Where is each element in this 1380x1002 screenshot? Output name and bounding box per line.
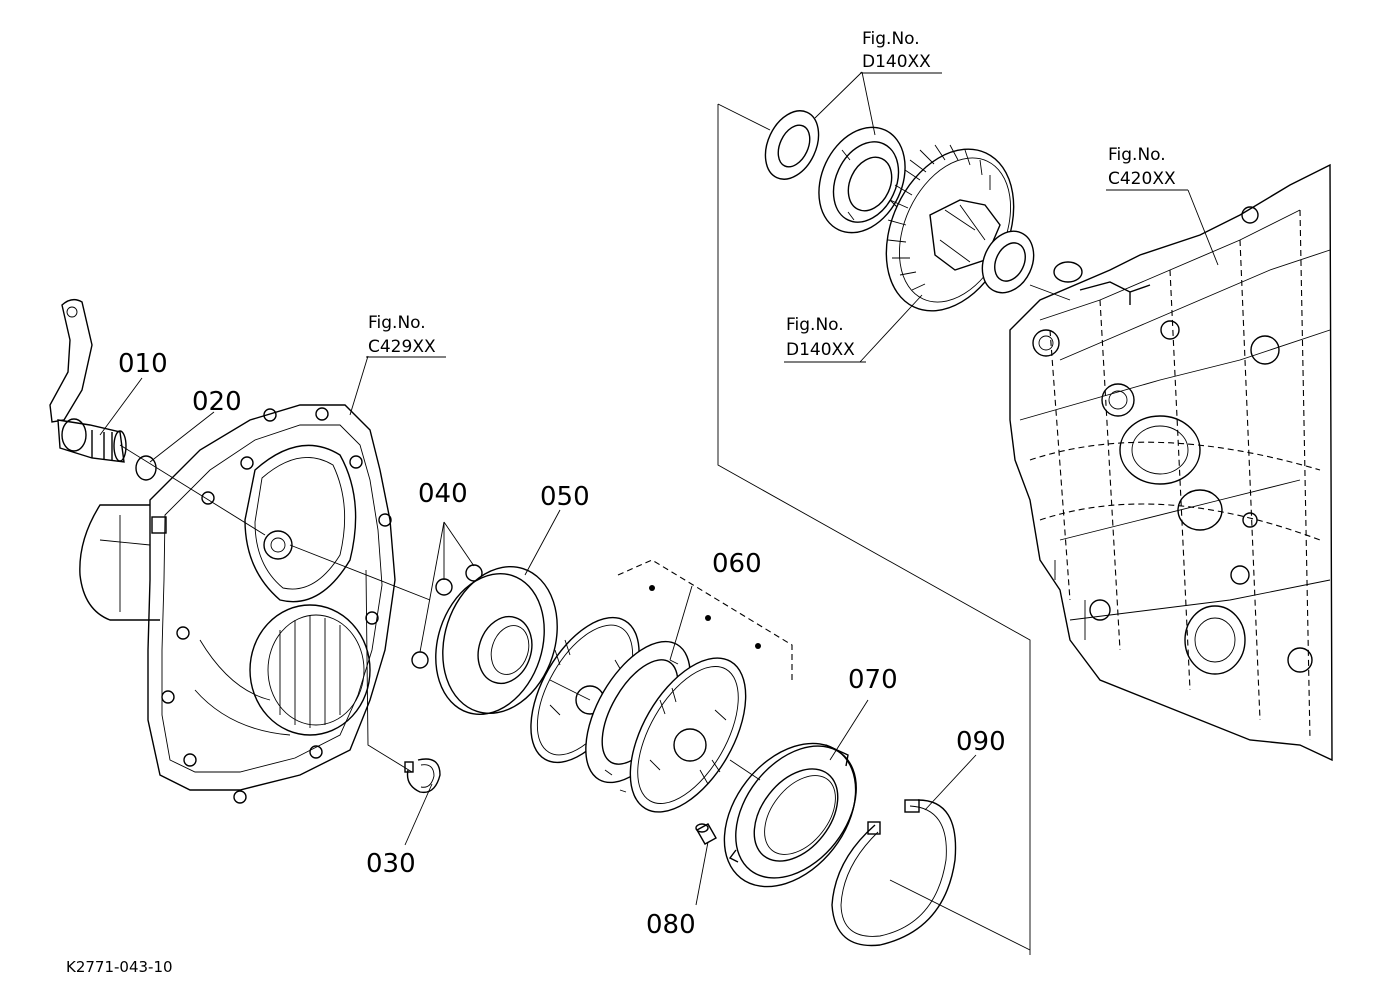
part-030-circlip xyxy=(404,758,441,794)
fig-ref-1-code: D140XX xyxy=(862,52,931,72)
callout-030: 030 xyxy=(366,849,416,879)
callout-040: 040 xyxy=(418,479,468,509)
callout-080: 080 xyxy=(646,910,696,940)
figure-references: Fig.No. D140XX Fig.No. D140XX Fig.No. C4… xyxy=(366,29,1188,363)
drawing-code: K2771-043-10 xyxy=(66,958,173,976)
fig-ref-4-code: C429XX xyxy=(368,337,436,357)
leader-lines xyxy=(99,71,1219,906)
fig-ref-2-label: Fig.No. xyxy=(786,315,844,335)
assembly-lines xyxy=(119,103,1071,955)
callout-050: 050 xyxy=(540,482,590,512)
callout-010: 010 xyxy=(118,349,168,379)
transmission-case xyxy=(1009,163,1333,762)
fig-ref-2-code: D140XX xyxy=(786,340,855,360)
callout-070: 070 xyxy=(848,665,898,695)
part-080-pin xyxy=(695,823,717,845)
part-010-lever-shaft xyxy=(49,298,127,463)
fig-ref-1-label: Fig.No. xyxy=(862,29,920,49)
callout-090: 090 xyxy=(956,727,1006,757)
part-020-o-ring xyxy=(135,455,157,481)
fig-ref-4-label: Fig.No. xyxy=(368,313,426,333)
part-050-cam-plate xyxy=(435,565,558,716)
left-housing xyxy=(79,404,396,804)
upper-bearing-assembly xyxy=(764,110,1035,312)
callout-060: 060 xyxy=(712,549,762,579)
callout-020: 020 xyxy=(192,387,242,417)
part-060-disc-set xyxy=(530,559,793,813)
callout-labels: 010 020 040 050 060 070 090 030 080 xyxy=(118,349,1006,940)
fig-ref-3-label: Fig.No. xyxy=(1108,145,1166,165)
fig-ref-3-code: C420XX xyxy=(1108,169,1176,189)
part-070-pressure-plate xyxy=(723,742,857,888)
part-090-snap-ring xyxy=(831,799,957,947)
